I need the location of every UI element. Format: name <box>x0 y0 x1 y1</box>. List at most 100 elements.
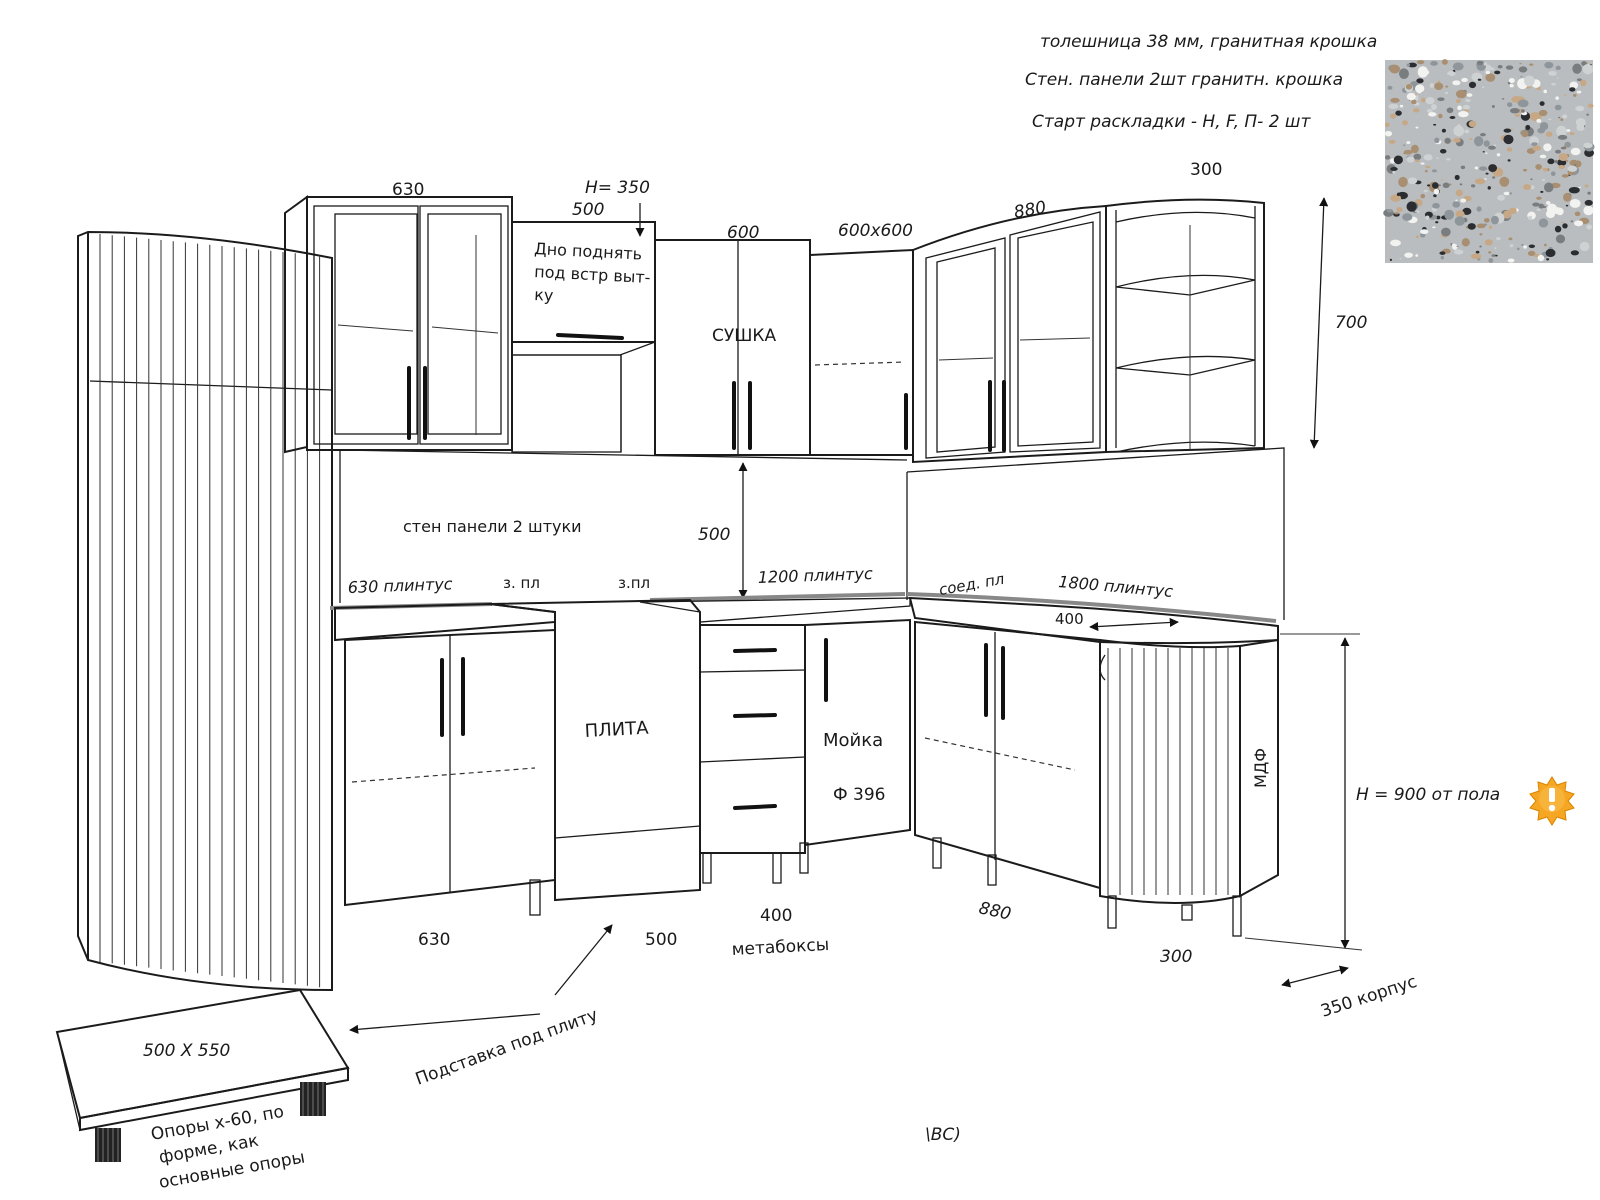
granite-speck <box>1544 182 1554 193</box>
granite-speck <box>1503 128 1512 133</box>
granite-speck <box>1451 243 1456 246</box>
granite-speck <box>1431 182 1439 189</box>
granite-speck <box>1432 226 1436 229</box>
granite-speck <box>1413 153 1422 161</box>
granite-speck <box>1436 157 1439 159</box>
granite-speck <box>1460 198 1467 203</box>
granite-speck <box>1403 144 1406 147</box>
granite-speck <box>1468 138 1473 140</box>
granite-speck <box>1543 143 1552 152</box>
granite-speck <box>1558 116 1561 119</box>
label-end-plinth-a: з. пл <box>503 574 540 592</box>
granite-speck <box>1473 136 1484 147</box>
dim-base-630: 630 <box>418 930 450 950</box>
granite-speck <box>1483 62 1488 66</box>
granite-speck <box>1444 137 1451 144</box>
sink-cabinet <box>799 618 911 874</box>
granite-speck <box>1439 251 1446 255</box>
warning-badge-icon <box>1529 776 1575 826</box>
granite-speck <box>1468 120 1477 128</box>
note-wall-panels-two: стен панели 2 штуки <box>403 517 582 536</box>
granite-speck <box>1477 78 1482 81</box>
granite-speck <box>1578 186 1582 188</box>
granite-speck <box>1465 98 1471 103</box>
base-drawers-400 <box>699 624 806 884</box>
granite-speck <box>1389 64 1401 74</box>
granite-speck <box>1508 237 1513 241</box>
granite-speck <box>1428 112 1437 117</box>
dim-upper-630: 630 <box>392 180 424 200</box>
granite-speck <box>1444 209 1455 220</box>
granite-speck <box>1452 62 1464 71</box>
granite-speck <box>1415 210 1419 213</box>
granite-speck <box>1530 185 1535 190</box>
granite-speck <box>1434 82 1444 90</box>
granite-speck <box>1509 84 1514 88</box>
note-raise-bottom-2: под встр выт- <box>534 262 651 287</box>
granite-speck <box>1523 184 1532 190</box>
granite-speck <box>1460 165 1466 170</box>
granite-speck <box>1538 218 1549 228</box>
label-plinth-630: 630 плинтус <box>347 574 453 597</box>
granite-speck <box>1456 245 1459 248</box>
note-layout-start: Старт раскладки - Н, F, П- 2 шт <box>1032 112 1311 132</box>
height-700-arrow <box>1309 197 1329 449</box>
granite-speck <box>1561 114 1568 119</box>
granite-speck <box>1530 178 1533 181</box>
granite-speck <box>1550 171 1556 177</box>
granite-speck <box>1449 116 1456 119</box>
granite-speck <box>1433 123 1437 126</box>
granite-speck <box>1396 207 1403 213</box>
upper-dryer-cabinet-600 <box>654 239 811 456</box>
granite-speck <box>1539 154 1547 159</box>
granite-speck <box>1570 220 1574 223</box>
dim-upper-880: 880 <box>1012 198 1047 223</box>
granite-speck <box>1452 80 1461 86</box>
granite-speck <box>1384 155 1391 160</box>
granite-speck <box>1485 73 1496 82</box>
granite-speck <box>1450 139 1454 142</box>
granite-speck <box>1525 124 1531 130</box>
granite-speck <box>1519 62 1522 65</box>
granite-speck <box>1452 201 1461 208</box>
granite-speck <box>1546 258 1550 261</box>
granite-speck <box>1587 103 1594 108</box>
granite-speck <box>1507 159 1511 162</box>
granite-speck <box>1544 61 1554 69</box>
granite-speck <box>1485 172 1489 175</box>
granite-speck <box>1490 215 1499 225</box>
granite-speck <box>1558 153 1568 162</box>
granite-speck <box>1551 82 1556 86</box>
granite-speck <box>1442 182 1450 189</box>
granite-speck <box>1406 141 1411 145</box>
label-joint-plinth: соед. пл <box>938 570 1006 599</box>
granite-speck <box>1558 164 1565 170</box>
label-sink: Мойка <box>823 730 883 751</box>
granite-speck <box>1514 113 1521 117</box>
granite-speck <box>1528 215 1533 220</box>
granite-speck <box>1576 124 1585 132</box>
granite-speck <box>1496 153 1501 157</box>
granite-speck <box>1542 167 1548 172</box>
granite-speck <box>1467 223 1476 230</box>
granite-speck <box>1565 159 1569 162</box>
granite-speck <box>1521 130 1529 138</box>
granite-speck <box>1555 234 1566 244</box>
granite-speck <box>1510 128 1513 130</box>
granite-speck <box>1423 154 1433 161</box>
granite-speck <box>1479 166 1488 171</box>
granite-speck <box>1431 169 1437 173</box>
label-plinth-1800: 1800 плинтус <box>1058 572 1174 601</box>
granite-speck <box>1420 193 1426 199</box>
label-body-350: 350 корпус <box>1318 972 1419 1022</box>
granite-speck <box>1468 81 1477 89</box>
granite-speck <box>1384 130 1393 137</box>
granite-speck <box>1441 128 1446 133</box>
granite-speck <box>1564 141 1571 148</box>
granite-speck <box>1436 215 1441 220</box>
granite-speck <box>1476 60 1484 66</box>
granite-speck <box>1572 93 1577 97</box>
granite-speck <box>1555 96 1559 100</box>
granite-speck <box>1429 83 1435 89</box>
label-dryer: СУШКА <box>712 326 776 346</box>
